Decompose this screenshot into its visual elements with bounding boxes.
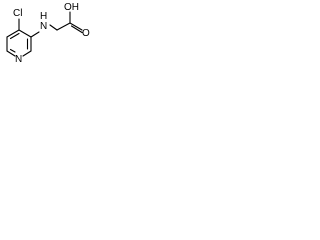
atom-label-cl: Cl bbox=[13, 8, 22, 19]
chemical-structure: Cl N H OH O N bbox=[6, 2, 90, 65]
atom-label-o-carbonyl: O bbox=[82, 28, 90, 39]
ring-bond-c4-c3 bbox=[18, 29, 32, 38]
ring-bond-c5-c4 bbox=[6, 29, 20, 38]
atom-label-n-ring: N bbox=[15, 54, 22, 65]
atom-label-h-amine: H bbox=[40, 11, 47, 22]
ring-bond-c2-n1 bbox=[22, 50, 32, 57]
bond-c3-n bbox=[30, 31, 40, 38]
atom-label-oh: OH bbox=[64, 2, 79, 13]
bond-c-o-double-b bbox=[70, 25, 83, 34]
ring-double-n1-c6 bbox=[9, 48, 16, 53]
atom-label-n-amine: N bbox=[40, 21, 47, 32]
bond-ch2-carboxyl bbox=[56, 22, 71, 31]
ring-double-c5-c4 bbox=[9, 32, 20, 40]
ring-bond-n1-c6 bbox=[6, 50, 16, 57]
bond-c-o-double-a bbox=[69, 22, 83, 31]
bond-n-ch2 bbox=[49, 24, 58, 31]
